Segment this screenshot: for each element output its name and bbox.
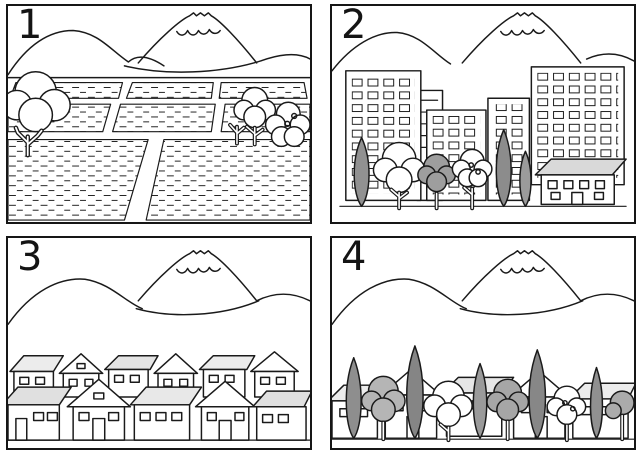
conifer-tree-1 xyxy=(353,136,370,208)
mountain-ridge xyxy=(8,29,310,76)
round-tree-dark xyxy=(417,153,457,211)
panel-number: 3 xyxy=(17,236,43,280)
blossom-tree-1 xyxy=(546,385,587,443)
panel-4: 4 xyxy=(330,236,636,450)
blossom-tree-right xyxy=(264,101,310,148)
conifer-tree-2 xyxy=(406,345,424,439)
panel-4-illustration xyxy=(332,250,634,443)
panel-3: 3 xyxy=(6,236,312,450)
front-houses xyxy=(8,378,310,441)
house-front xyxy=(534,158,627,206)
panel-number: 4 xyxy=(341,236,367,280)
cloud-tree-1 xyxy=(423,380,473,443)
panel-2-illustration xyxy=(332,12,634,211)
conifer-tree-4 xyxy=(528,349,547,439)
cloud-tree-1 xyxy=(372,141,426,211)
cloud-tree-right xyxy=(233,86,277,129)
round-tree-3 xyxy=(604,390,634,442)
cloud-tree-left xyxy=(8,71,71,133)
round-tree-1 xyxy=(360,375,406,442)
bare-tree-left xyxy=(13,125,44,158)
mount-fuji xyxy=(137,250,258,302)
mount-fuji xyxy=(461,250,582,302)
conifer-tree-1 xyxy=(345,356,362,439)
panel-1-illustration xyxy=(8,12,310,221)
conifer-tree-5 xyxy=(589,366,604,439)
panel-number: 1 xyxy=(17,4,43,48)
mount-fuji xyxy=(461,12,582,64)
round-tree-2 xyxy=(486,378,530,442)
mountain-ridge xyxy=(332,278,634,326)
conifer-tree-3 xyxy=(519,150,532,208)
blossom-tree xyxy=(451,148,493,211)
panel-3-illustration xyxy=(8,250,310,441)
conifer-tree-3 xyxy=(472,362,488,439)
mountain-ridge xyxy=(332,31,634,72)
panel-1: 1 xyxy=(6,4,312,224)
panel-number: 2 xyxy=(341,4,367,48)
mountain-ridge xyxy=(8,278,310,326)
trunk-tree-right xyxy=(244,124,265,147)
bare-tree-right xyxy=(228,122,246,146)
panel-2: 2 xyxy=(330,4,636,224)
conifer-tree-2 xyxy=(495,128,512,208)
mount-fuji xyxy=(137,12,258,64)
